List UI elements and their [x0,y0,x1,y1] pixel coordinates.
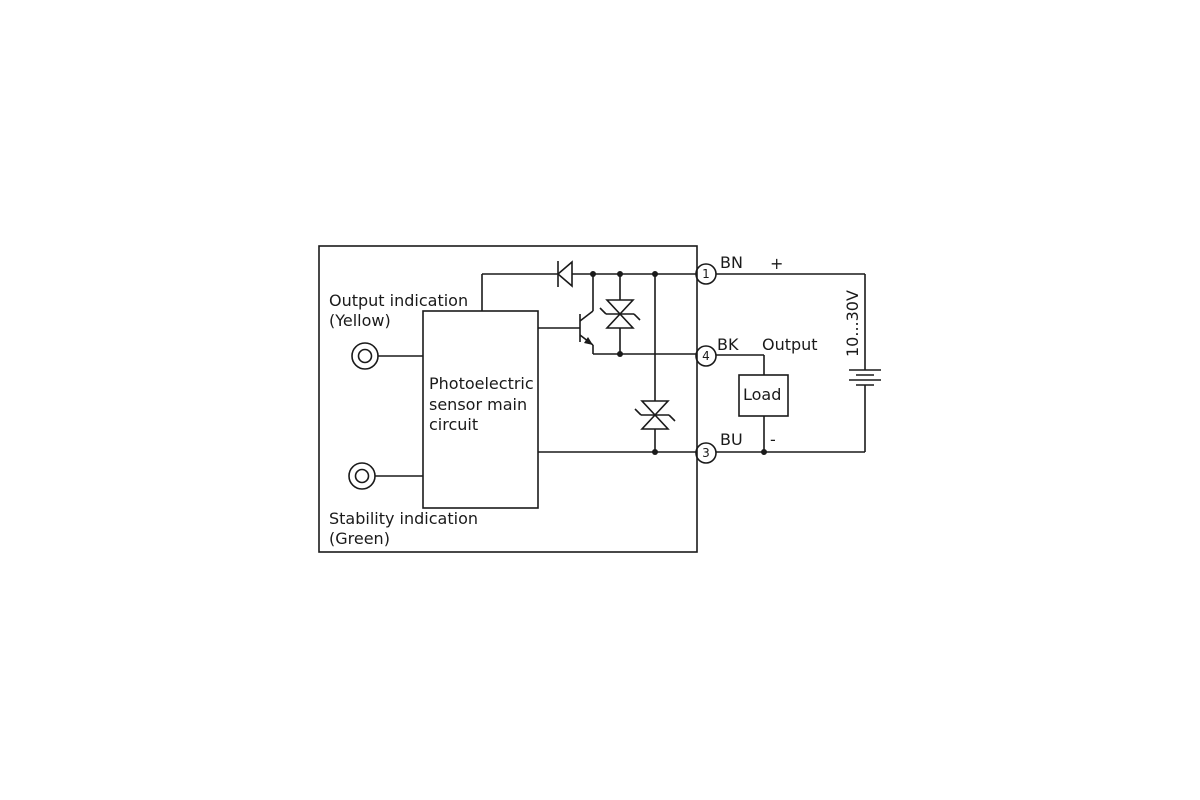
stability-indication-color: (Green) [329,529,390,548]
main-circuit-label-3: circuit [429,415,478,434]
main-circuit-block [422,310,539,509]
output-label: Output [762,335,818,354]
stability-indicator-led [348,462,423,490]
terminal-1-number: 1 [702,267,710,281]
output-indication-label: Output indication [329,291,468,310]
junction-dots [590,271,767,455]
terminal-4-number: 4 [702,349,710,363]
output-indication-color: (Yellow) [329,311,391,330]
wire-label-bu: BU [720,430,743,449]
minus-sign: - [770,430,776,449]
terminal-1: 1 [695,263,717,285]
main-circuit-label-1: Photoelectric [429,374,534,393]
output-transistor [538,274,696,355]
sensor-housing [318,245,698,553]
load-box [738,374,789,417]
battery-symbol [849,369,881,386]
terminal-3-number: 3 [702,446,710,460]
terminal-4: 4 [695,345,717,367]
voltage-label: 10...30V [843,290,862,357]
protection-diode [556,260,573,288]
stability-indication-label: Stability indication [329,509,478,528]
main-circuit-label-2: sensor main [429,395,527,414]
load-label: Load [743,385,781,404]
wire-label-bn: BN [720,253,743,272]
wire-label-bk: BK [717,335,739,354]
plus-sign: + [770,254,783,273]
supply-rail [481,273,696,311]
supply-tvs-diode [634,274,676,452]
external-wiring [716,273,866,453]
terminal-3: 3 [695,442,717,464]
output-indicator-led [351,342,423,370]
output-tvs-diode [599,274,641,354]
